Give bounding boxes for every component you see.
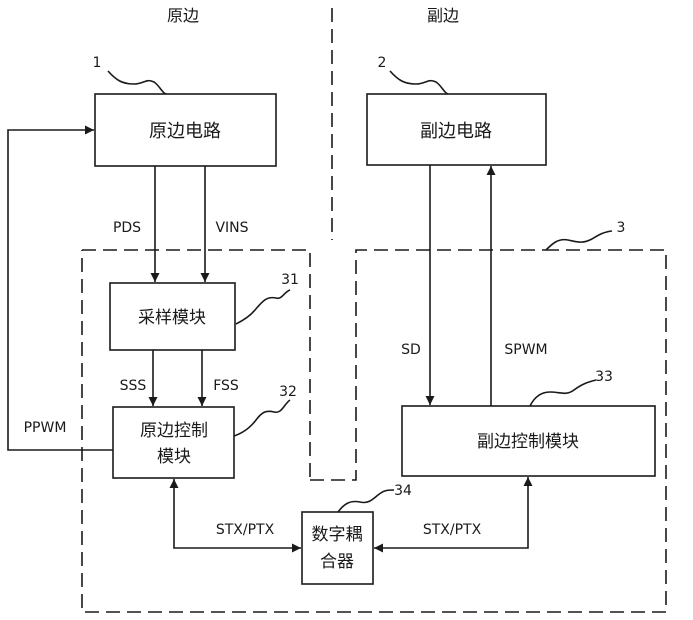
- stx-ptx-right-link: [374, 477, 533, 553]
- sd-label: SD: [401, 342, 421, 358]
- primary-control-label-line2: 模块: [157, 447, 191, 467]
- outer-group-frame: [81, 249, 667, 613]
- ref-33-number: 33: [595, 369, 613, 385]
- sss-label: SSS: [120, 378, 147, 394]
- ref-3-leader: [545, 230, 613, 251]
- secondary-circuit-label: 副边电路: [420, 121, 492, 142]
- digital-coupler-label-line1: 数字耦: [312, 525, 363, 545]
- inner-divider-frame: [310, 249, 545, 481]
- primary-control-label-line1: 原边控制: [140, 421, 208, 441]
- primary-group-frame: [82, 249, 311, 480]
- ref-1-leader: [107, 70, 167, 95]
- secondary-control-box: [401, 405, 656, 477]
- ref-1-number: 1: [93, 55, 102, 71]
- primary-side-label: 原边: [167, 6, 199, 25]
- ref-34-leader: [337, 489, 395, 513]
- stx-ptx-left-label: STX/PTX: [216, 522, 275, 538]
- digital-coupler-box: [301, 511, 374, 585]
- stx-ptx-right-label: STX/PTX: [423, 522, 482, 538]
- pds-label: PDS: [113, 220, 141, 236]
- ref-3-number: 3: [617, 220, 626, 236]
- digital-coupler-label-line2: 合器: [320, 552, 354, 572]
- vins-label: VINS: [215, 220, 248, 236]
- secondary-circuit-box: [366, 93, 547, 166]
- ref-32-number: 32: [279, 384, 297, 400]
- secondary-side-label: 副边: [427, 6, 459, 25]
- fss-label: FSS: [213, 378, 239, 394]
- ref-33-leader: [529, 379, 597, 407]
- spwm-label: SPWM: [504, 342, 547, 358]
- primary-circuit-label: 原边电路: [149, 121, 221, 142]
- primary-circuit-box: [94, 93, 277, 167]
- ppwm-feedback-arrow: [7, 125, 113, 451]
- ref-31-leader: [235, 289, 291, 325]
- ref-32-leader: [233, 399, 291, 437]
- ppwm-label: PPWM: [24, 420, 67, 436]
- stx-ptx-left-link: [169, 479, 301, 553]
- sampling-module-box: [109, 282, 236, 351]
- ref-31-number: 31: [281, 272, 299, 288]
- ref-2-leader: [389, 70, 449, 95]
- primary-control-box: [112, 406, 235, 479]
- ref-2-number: 2: [378, 55, 387, 71]
- ref-34-number: 34: [394, 483, 412, 499]
- secondary-control-label: 副边控制模块: [477, 432, 579, 452]
- sampling-module-label: 采样模块: [138, 308, 206, 328]
